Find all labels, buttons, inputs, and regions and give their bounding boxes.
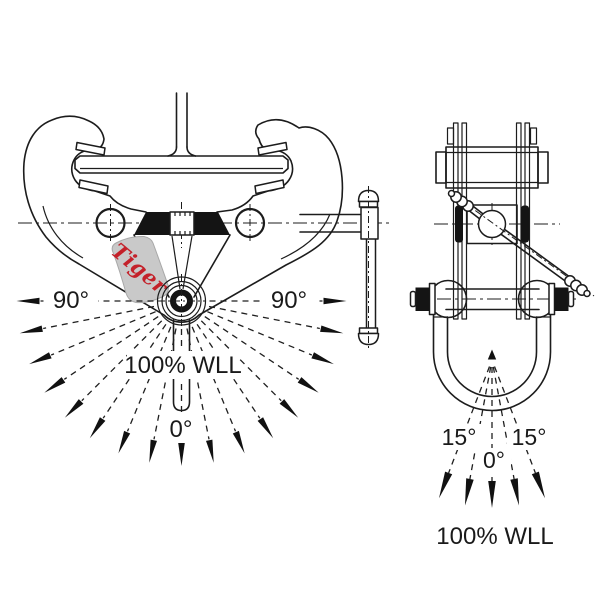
shackle-bow-inner: [446, 316, 538, 398]
side-angle-right-label: 15°: [512, 424, 547, 450]
load-angle-fan-side: [439, 366, 545, 508]
side-wll-label: 100% WLL: [436, 523, 553, 550]
left-washer: [428, 282, 436, 316]
screw-boss: [360, 206, 379, 240]
side-shackle-assembly: [409, 279, 575, 412]
right-washer: [548, 282, 556, 316]
right-lobe-inner-contour: [280, 213, 331, 260]
tommy-bar-handle: [299, 186, 380, 350]
side-zero-label: 0°: [483, 447, 505, 473]
front-angle-right-label: 90°: [271, 287, 307, 314]
shackle-bow-outer: [432, 298, 552, 412]
thread-right: [194, 212, 230, 235]
left-nut: [415, 287, 430, 311]
fan-origin-arrow: [487, 349, 497, 360]
front-angle-left-label: 90°: [53, 287, 89, 314]
i-beam-profile: [74, 92, 289, 174]
left-lobe-inner-contour: [42, 205, 84, 259]
side-angle-left-label: 15°: [442, 424, 477, 450]
right-nut: [554, 287, 569, 311]
jaw-grip-pads: [75, 141, 288, 195]
side-top-block: [435, 146, 549, 189]
screw-nut: [169, 211, 195, 236]
boss-hole: [477, 209, 507, 239]
side-screw-boss: [455, 204, 529, 245]
front-zero-label: 0°: [170, 416, 193, 443]
front-wll-label: 100% WLL: [124, 352, 241, 379]
swivel-eye: [156, 274, 207, 330]
side-tommy-bar: [447, 189, 595, 298]
thread-left: [134, 212, 170, 235]
front-view: Tiger 90° 90° 100% WLL 0°: [16, 92, 392, 466]
side-view: 15° 0° 15° 100% WLL: [409, 122, 595, 551]
